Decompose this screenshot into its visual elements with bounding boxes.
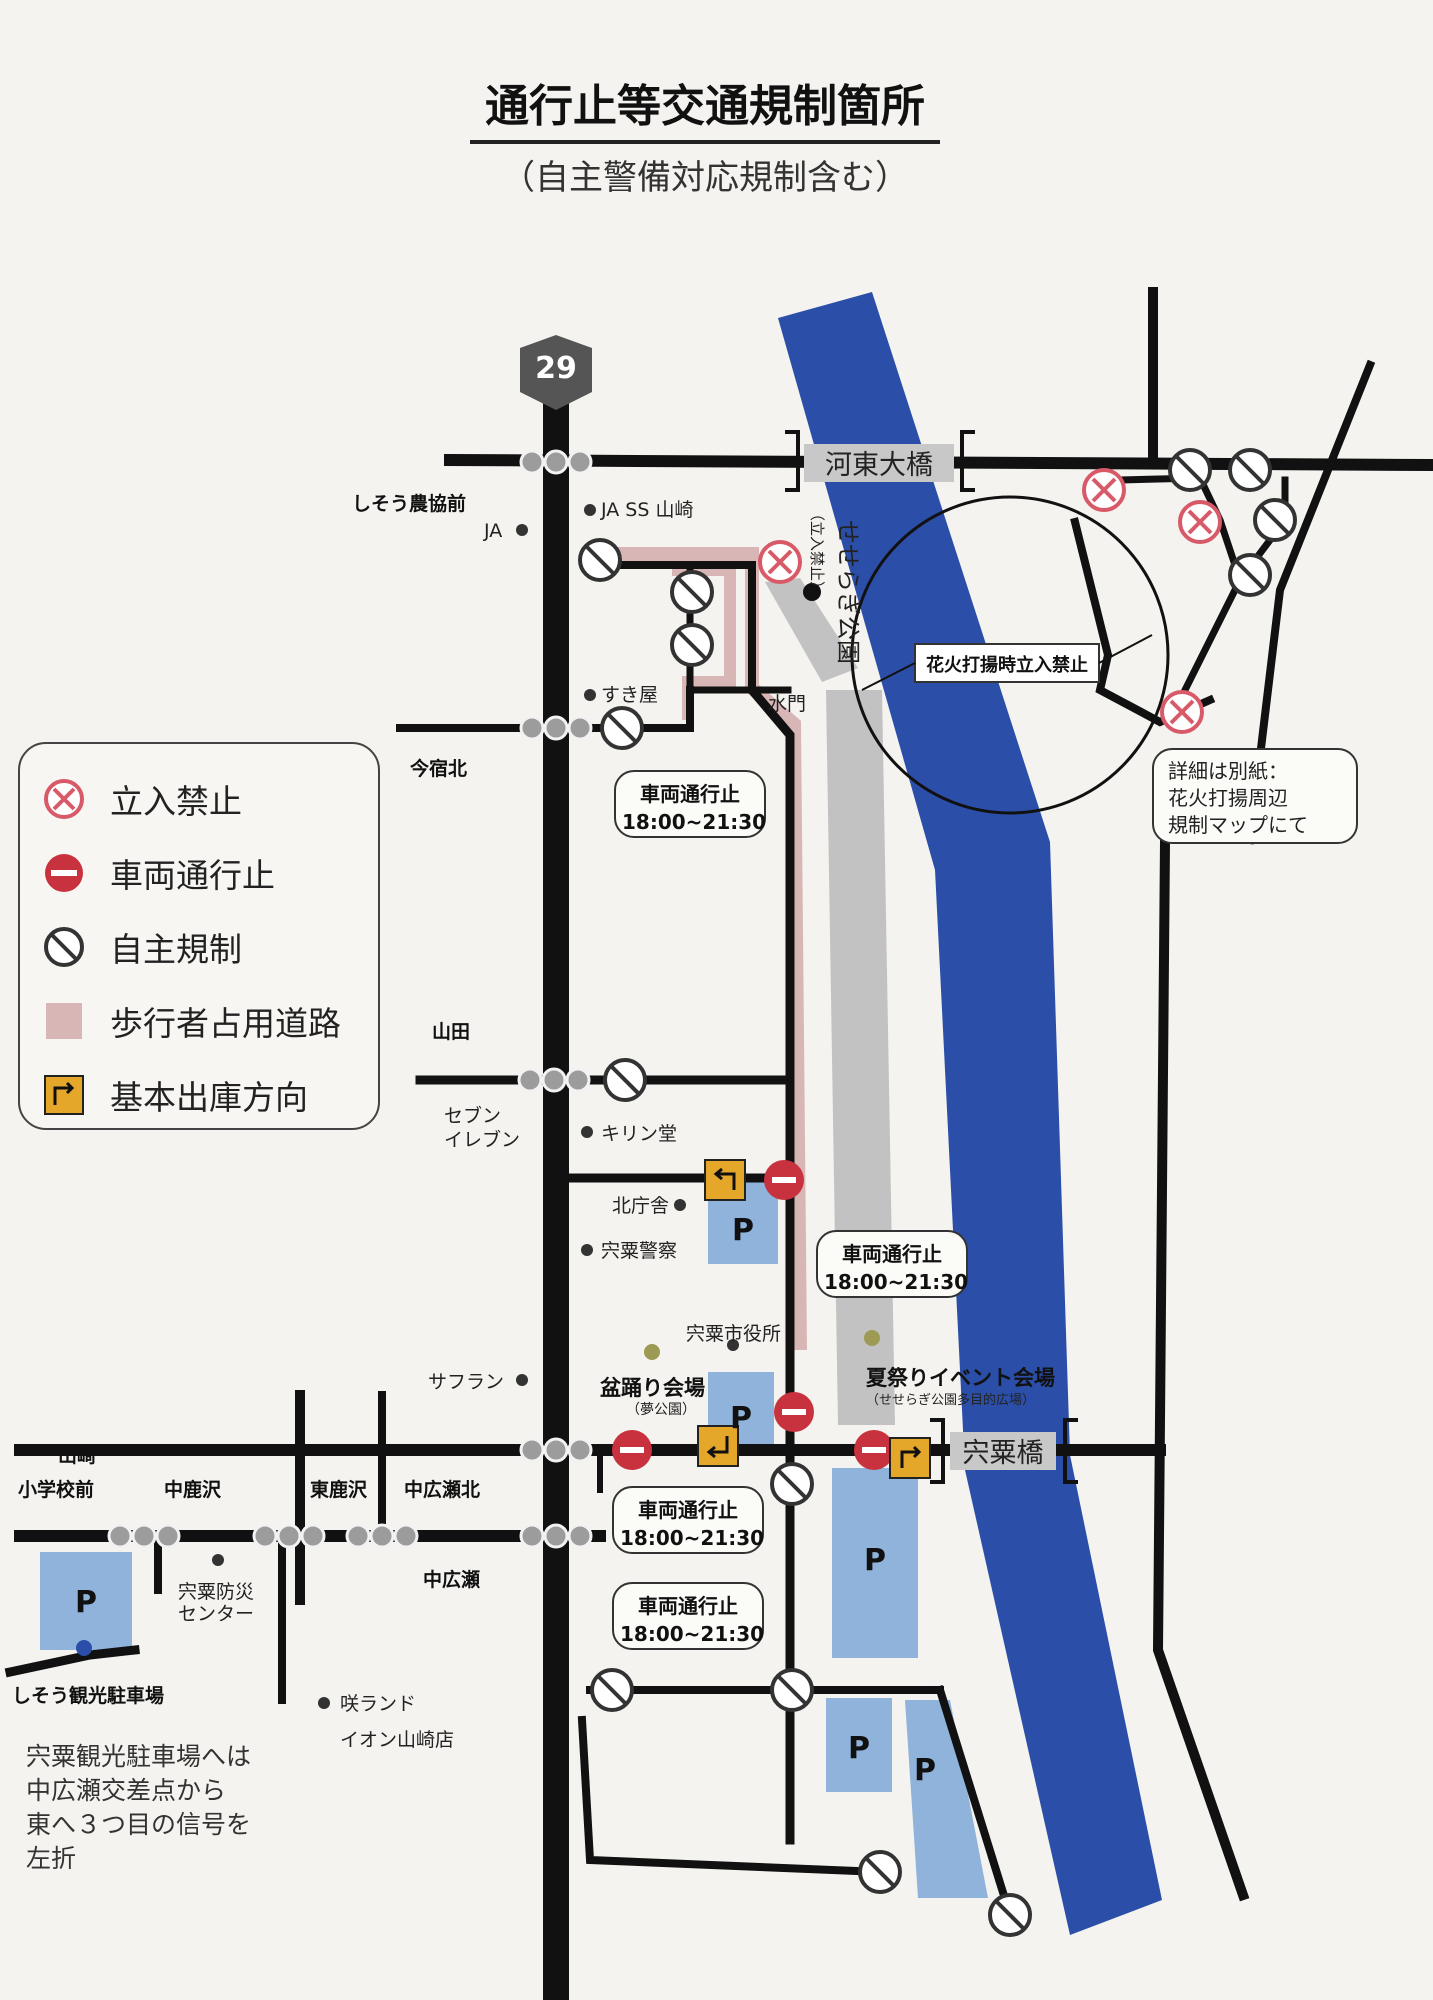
- svg-text:P: P: [730, 1401, 752, 1436]
- label-suimon: 水門: [768, 693, 806, 715]
- svg-text:29: 29: [535, 351, 577, 386]
- label-imajuku-kita: 今宿北: [409, 757, 467, 780]
- parking-lot: [40, 1552, 132, 1650]
- exit-direction-icon: [44, 1075, 84, 1115]
- label-city-hall: 宍粟市役所: [686, 1323, 781, 1345]
- legend-item-no-vehicle: 車両通行止: [40, 836, 358, 910]
- label-eleven: イレブン: [444, 1128, 520, 1151]
- page-title: 通行止等交通規制箇所: [470, 70, 940, 144]
- label-sukiya: すき屋: [601, 684, 658, 706]
- svg-text:P: P: [914, 1753, 936, 1788]
- svg-text:P: P: [75, 1585, 97, 1620]
- label-yamada: 山田: [432, 1021, 470, 1043]
- label-naka-hirose-kita: 中広瀬北: [404, 1478, 480, 1501]
- svg-text:宍粟橋: 宍粟橋: [963, 1438, 1044, 1469]
- legend-item-self-restriction: 自主規制: [40, 910, 358, 984]
- parking-directions-note: 宍粟観光駐車場へは 中広瀬交差点から 東へ３つ目の信号を 左折: [26, 1742, 252, 1873]
- legend-item-pedestrian: 歩行者占用道路: [40, 984, 358, 1058]
- label-center: センター: [178, 1603, 254, 1625]
- label-bon-odori: 盆踊り会場: [600, 1376, 705, 1400]
- label-seven: セブン: [444, 1104, 501, 1127]
- legend-item-exit: 基本出庫方向: [40, 1058, 358, 1132]
- label-yume-koen: （夢公園）: [626, 1402, 696, 1418]
- fireworks-label: 花火打揚時立入禁止: [861, 634, 1153, 691]
- promenade-north: [765, 578, 858, 682]
- fireworks-zone: [850, 495, 1170, 815]
- bridge-north: 河東大橋: [785, 430, 975, 492]
- signals: [107, 449, 593, 1549]
- parking-lot: [826, 1698, 892, 1792]
- svg-text:河東大橋: 河東大橋: [825, 450, 933, 481]
- parking-labels: P P P P P P: [75, 1213, 936, 1788]
- label-kirindo: キリン堂: [601, 1123, 677, 1145]
- label-aeon: イオン山崎店: [340, 1729, 454, 1751]
- river: [778, 292, 1162, 1935]
- label-shogakko: 小学校前: [18, 1478, 94, 1501]
- label-tachiiri: （立入禁止）: [808, 506, 826, 596]
- legend: 立入禁止 車両通行止 自主規制 歩行者占用道路 基本出庫方向: [18, 742, 380, 1130]
- no-entry-markers: [758, 468, 1222, 734]
- svg-text:P: P: [848, 1731, 870, 1766]
- label-sakiland: 咲ランド: [340, 1693, 416, 1715]
- detail-note: 詳細は別紙： 花火打揚周辺 規制マップにて: [1152, 748, 1358, 844]
- no-vehicle-icon: [45, 854, 83, 892]
- route-shield: 29: [520, 335, 592, 410]
- svg-text:花火打揚時立入禁止: 花火打揚時立入禁止: [926, 654, 1088, 676]
- label-higashi-kanosawa: 東鹿沢: [310, 1478, 368, 1501]
- parking-lot: [905, 1700, 988, 1898]
- parking-lot: [832, 1468, 918, 1658]
- label-seseragi: せせらぎ公園: [834, 520, 862, 664]
- label-ja-ss: JA SS 山崎: [600, 499, 693, 521]
- svg-text:P: P: [864, 1543, 886, 1578]
- label-yamasaki: 山崎: [58, 1444, 96, 1467]
- label-naka-kanosawa: 中鹿沢: [164, 1478, 222, 1501]
- self-restriction-icon: [44, 927, 84, 967]
- page-subtitle: （自主警備対応規制含む）: [501, 158, 909, 198]
- pedestrian-road-swatch: [46, 1003, 82, 1039]
- label-shisou-noukyou: しそう農協前: [352, 492, 466, 515]
- label-saffron: サフラン: [428, 1371, 504, 1393]
- promenade-south: [826, 690, 895, 1425]
- no-vehicle-markers: [612, 1160, 894, 1470]
- label-kita-chousha: 北庁舎: [612, 1195, 669, 1217]
- label-kanko-parking: しそう観光駐車場: [12, 1684, 164, 1707]
- label-bousai: 宍粟防災: [178, 1581, 254, 1603]
- svg-text:P: P: [732, 1213, 754, 1248]
- bridge-south: 宍粟橋: [930, 1418, 1078, 1484]
- label-natsumatsuri: 夏祭りイベント会場: [866, 1366, 1055, 1390]
- self-restriction-markers: [578, 448, 1297, 1937]
- exit-direction-signs: [697, 1159, 931, 1479]
- label-police: 宍粟警察: [601, 1240, 677, 1262]
- no-entry-x-icon: [44, 779, 84, 819]
- label-natsumatsuri-sub: （せせらぎ公園多目的広場）: [866, 1392, 1035, 1408]
- legend-item-no-entry: 立入禁止: [40, 762, 358, 836]
- label-ja: JA: [483, 520, 502, 542]
- label-naka-hirose: 中広瀬: [423, 1568, 480, 1591]
